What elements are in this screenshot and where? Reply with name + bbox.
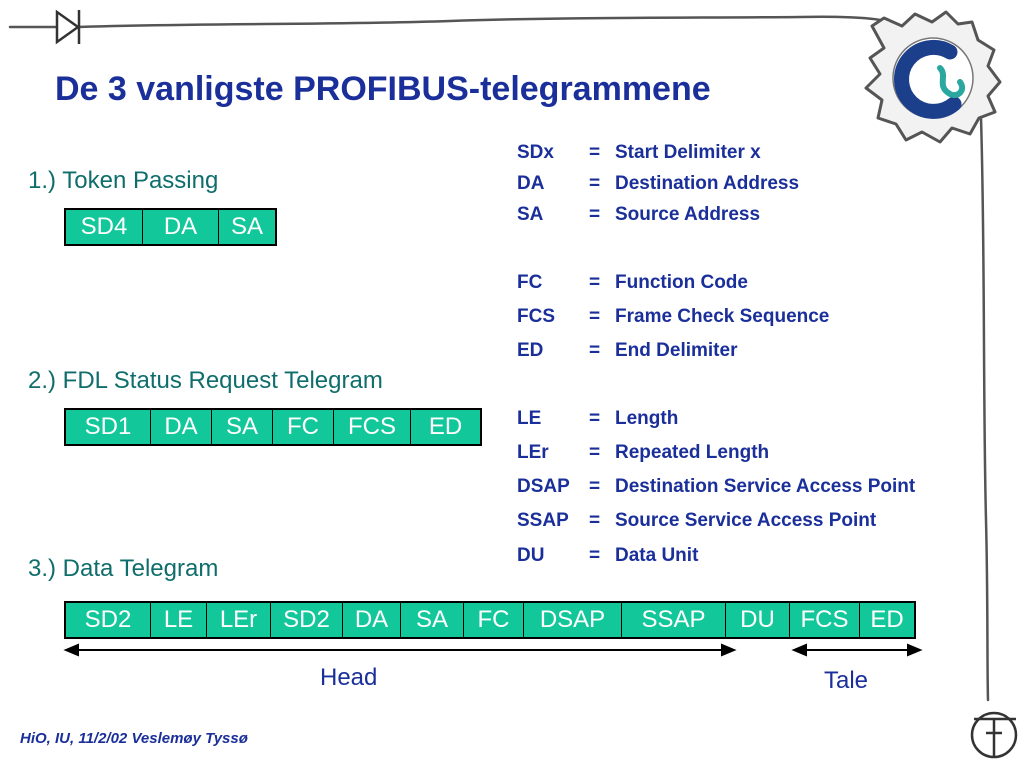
legend-abbr: SA — [517, 204, 544, 225]
frame-field: SSAP — [622, 603, 726, 637]
legend-abbr: FCS — [517, 306, 555, 327]
frame-field: FC — [273, 410, 334, 444]
legend-abbr: ED — [517, 340, 544, 361]
frame-field: LE — [151, 603, 207, 637]
legend-abbr: SSAP — [517, 510, 569, 531]
frame-field: FCS — [790, 603, 860, 637]
legend-meaning: Destination Service Access Point — [615, 476, 916, 497]
legend-item: DSAP = Destination Service Access Point — [517, 476, 915, 498]
legend-equals: = — [589, 510, 601, 531]
telegram-frame-data: SD2 LE LEr SD2 DA SA FC DSAP SSAP DU FCS… — [64, 601, 916, 639]
transistor-symbol-icon — [970, 711, 1018, 759]
frame-field: LEr — [207, 603, 271, 637]
telegram-frame-token-passing: SD4 DA SA — [64, 208, 277, 246]
legend-equals: = — [589, 408, 601, 429]
legend-meaning: Start Delimiter x — [615, 142, 761, 163]
section-heading-fdl-status: 2.) FDL Status Request Telegram — [28, 367, 383, 394]
frame-field: ED — [870, 606, 904, 633]
legend-abbr: SDx — [517, 142, 554, 163]
legend-meaning: Data Unit — [615, 545, 699, 566]
tale-arrow — [791, 643, 923, 657]
legend-meaning: Length — [615, 408, 679, 429]
legend-equals: = — [589, 442, 601, 463]
frame-field: FCS — [334, 410, 411, 444]
legend-meaning: Frame Check Sequence — [615, 306, 830, 327]
tale-label: Tale — [824, 667, 869, 694]
legend-equals: = — [589, 476, 601, 497]
gear-logo-icon — [864, 10, 1002, 144]
frame-field: FC — [464, 603, 524, 637]
frame-field: DA — [151, 410, 212, 444]
legend-item: DU = Data Unit — [517, 545, 698, 567]
legend-equals: = — [589, 142, 601, 163]
slide-footer: HiO, IU, 11/2/02 Veslemøy Tyssø — [20, 730, 248, 747]
frame-field: ED — [428, 413, 463, 440]
frame-field: DSAP — [524, 603, 622, 637]
frame-field: SD2 — [271, 603, 343, 637]
slide-border-lines — [8, 15, 990, 702]
head-arrow — [63, 643, 737, 657]
legend-equals: = — [589, 272, 601, 293]
legend-abbr: LE — [517, 408, 542, 429]
legend-item: SDx = Start Delimiter x — [517, 142, 761, 164]
legend-meaning: End Delimiter — [615, 340, 738, 361]
frame-field: SD1 — [66, 410, 151, 444]
legend-equals: = — [589, 173, 601, 194]
frame-field: SA — [230, 213, 263, 240]
legend-abbr: FC — [517, 272, 543, 293]
legend-meaning: Source Service Access Point — [615, 510, 877, 531]
legend-equals: = — [589, 306, 601, 327]
legend-abbr: DA — [517, 173, 545, 194]
legend-meaning: Repeated Length — [615, 442, 770, 463]
legend-item: LEr = Repeated Length — [517, 442, 769, 464]
frame-field: DA — [343, 603, 401, 637]
slide-title: De 3 vanligste PROFIBUS-telegrammene — [55, 70, 711, 108]
legend-meaning: Source Address — [615, 204, 761, 225]
legend-equals: = — [589, 340, 601, 361]
legend-abbr: DSAP — [517, 476, 570, 497]
telegram-frame-fdl-status: SD1 DA SA FC FCS ED — [64, 408, 482, 446]
frame-field: SD4 — [66, 210, 143, 244]
legend-item: LE = Length — [517, 408, 678, 430]
head-label: Head — [320, 664, 378, 691]
section-heading-data-telegram: 3.) Data Telegram — [28, 555, 219, 582]
section-heading-token-passing: 1.) Token Passing — [28, 167, 219, 194]
legend-abbr: DU — [517, 545, 545, 566]
legend-item: FC = Function Code — [517, 272, 748, 294]
legend-equals: = — [589, 204, 601, 225]
diode-icon — [55, 9, 81, 45]
legend-abbr: LEr — [517, 442, 549, 463]
frame-field: SA — [212, 410, 273, 444]
legend-item: DA = Destination Address — [517, 173, 799, 195]
frame-field: DU — [726, 603, 790, 637]
legend-equals: = — [589, 545, 601, 566]
frame-field: SD2 — [66, 603, 151, 637]
legend-meaning: Destination Address — [615, 173, 800, 194]
legend-item: FCS = Frame Check Sequence — [517, 306, 829, 328]
legend-item: SSAP = Source Service Access Point — [517, 510, 876, 532]
frame-field: DA — [143, 210, 219, 244]
legend-item: SA = Source Address — [517, 204, 760, 226]
legend-meaning: Function Code — [615, 272, 748, 293]
legend-item: ED = End Delimiter — [517, 340, 737, 362]
frame-field: SA — [401, 603, 464, 637]
